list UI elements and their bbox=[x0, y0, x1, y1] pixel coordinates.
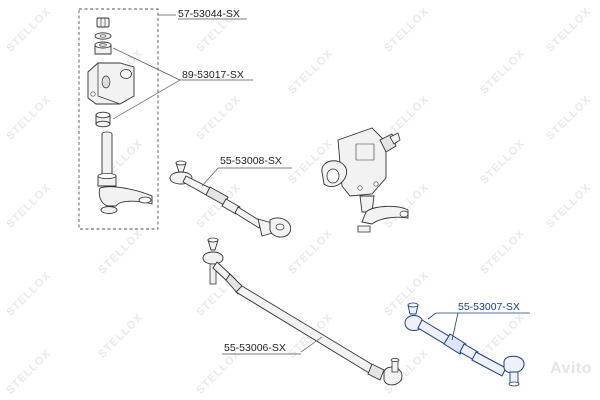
tie-rod-highlighted-group bbox=[404, 302, 525, 387]
center-link-group bbox=[202, 237, 403, 386]
tie-rod-short-group bbox=[169, 160, 292, 238]
highlight-leader-line bbox=[427, 312, 437, 320]
upper-bushing-part bbox=[94, 41, 112, 55]
brand-watermark: Avito bbox=[550, 360, 592, 377]
nut-part bbox=[96, 17, 110, 28]
center-link-part-number: 55-53006-SX bbox=[224, 342, 286, 354]
steering-gearbox-group bbox=[321, 127, 409, 233]
tie-rod-highlighted-part-number: 55-53007-SX bbox=[458, 301, 520, 313]
tie-rod-short-part-number: 55-53008-SX bbox=[220, 155, 282, 167]
idler-arm-part bbox=[98, 186, 153, 214]
idler-shaft-part bbox=[97, 131, 117, 187]
lower-bushing-part bbox=[95, 111, 111, 128]
highlight-leader-drop bbox=[451, 312, 459, 341]
kit-dashed-frame bbox=[78, 8, 159, 230]
kit-part-number: 57-53044-SX bbox=[178, 8, 240, 20]
idler-arm-kit-group bbox=[78, 8, 159, 230]
bushing-leader-upper bbox=[112, 47, 181, 81]
tie-rod-short-leader bbox=[201, 167, 219, 187]
center-link-leader bbox=[300, 336, 323, 353]
bushing-leader-lower bbox=[112, 79, 181, 120]
idler-bracket-part bbox=[87, 62, 135, 105]
bushing-part-number: 89-53017-SX bbox=[182, 69, 244, 81]
